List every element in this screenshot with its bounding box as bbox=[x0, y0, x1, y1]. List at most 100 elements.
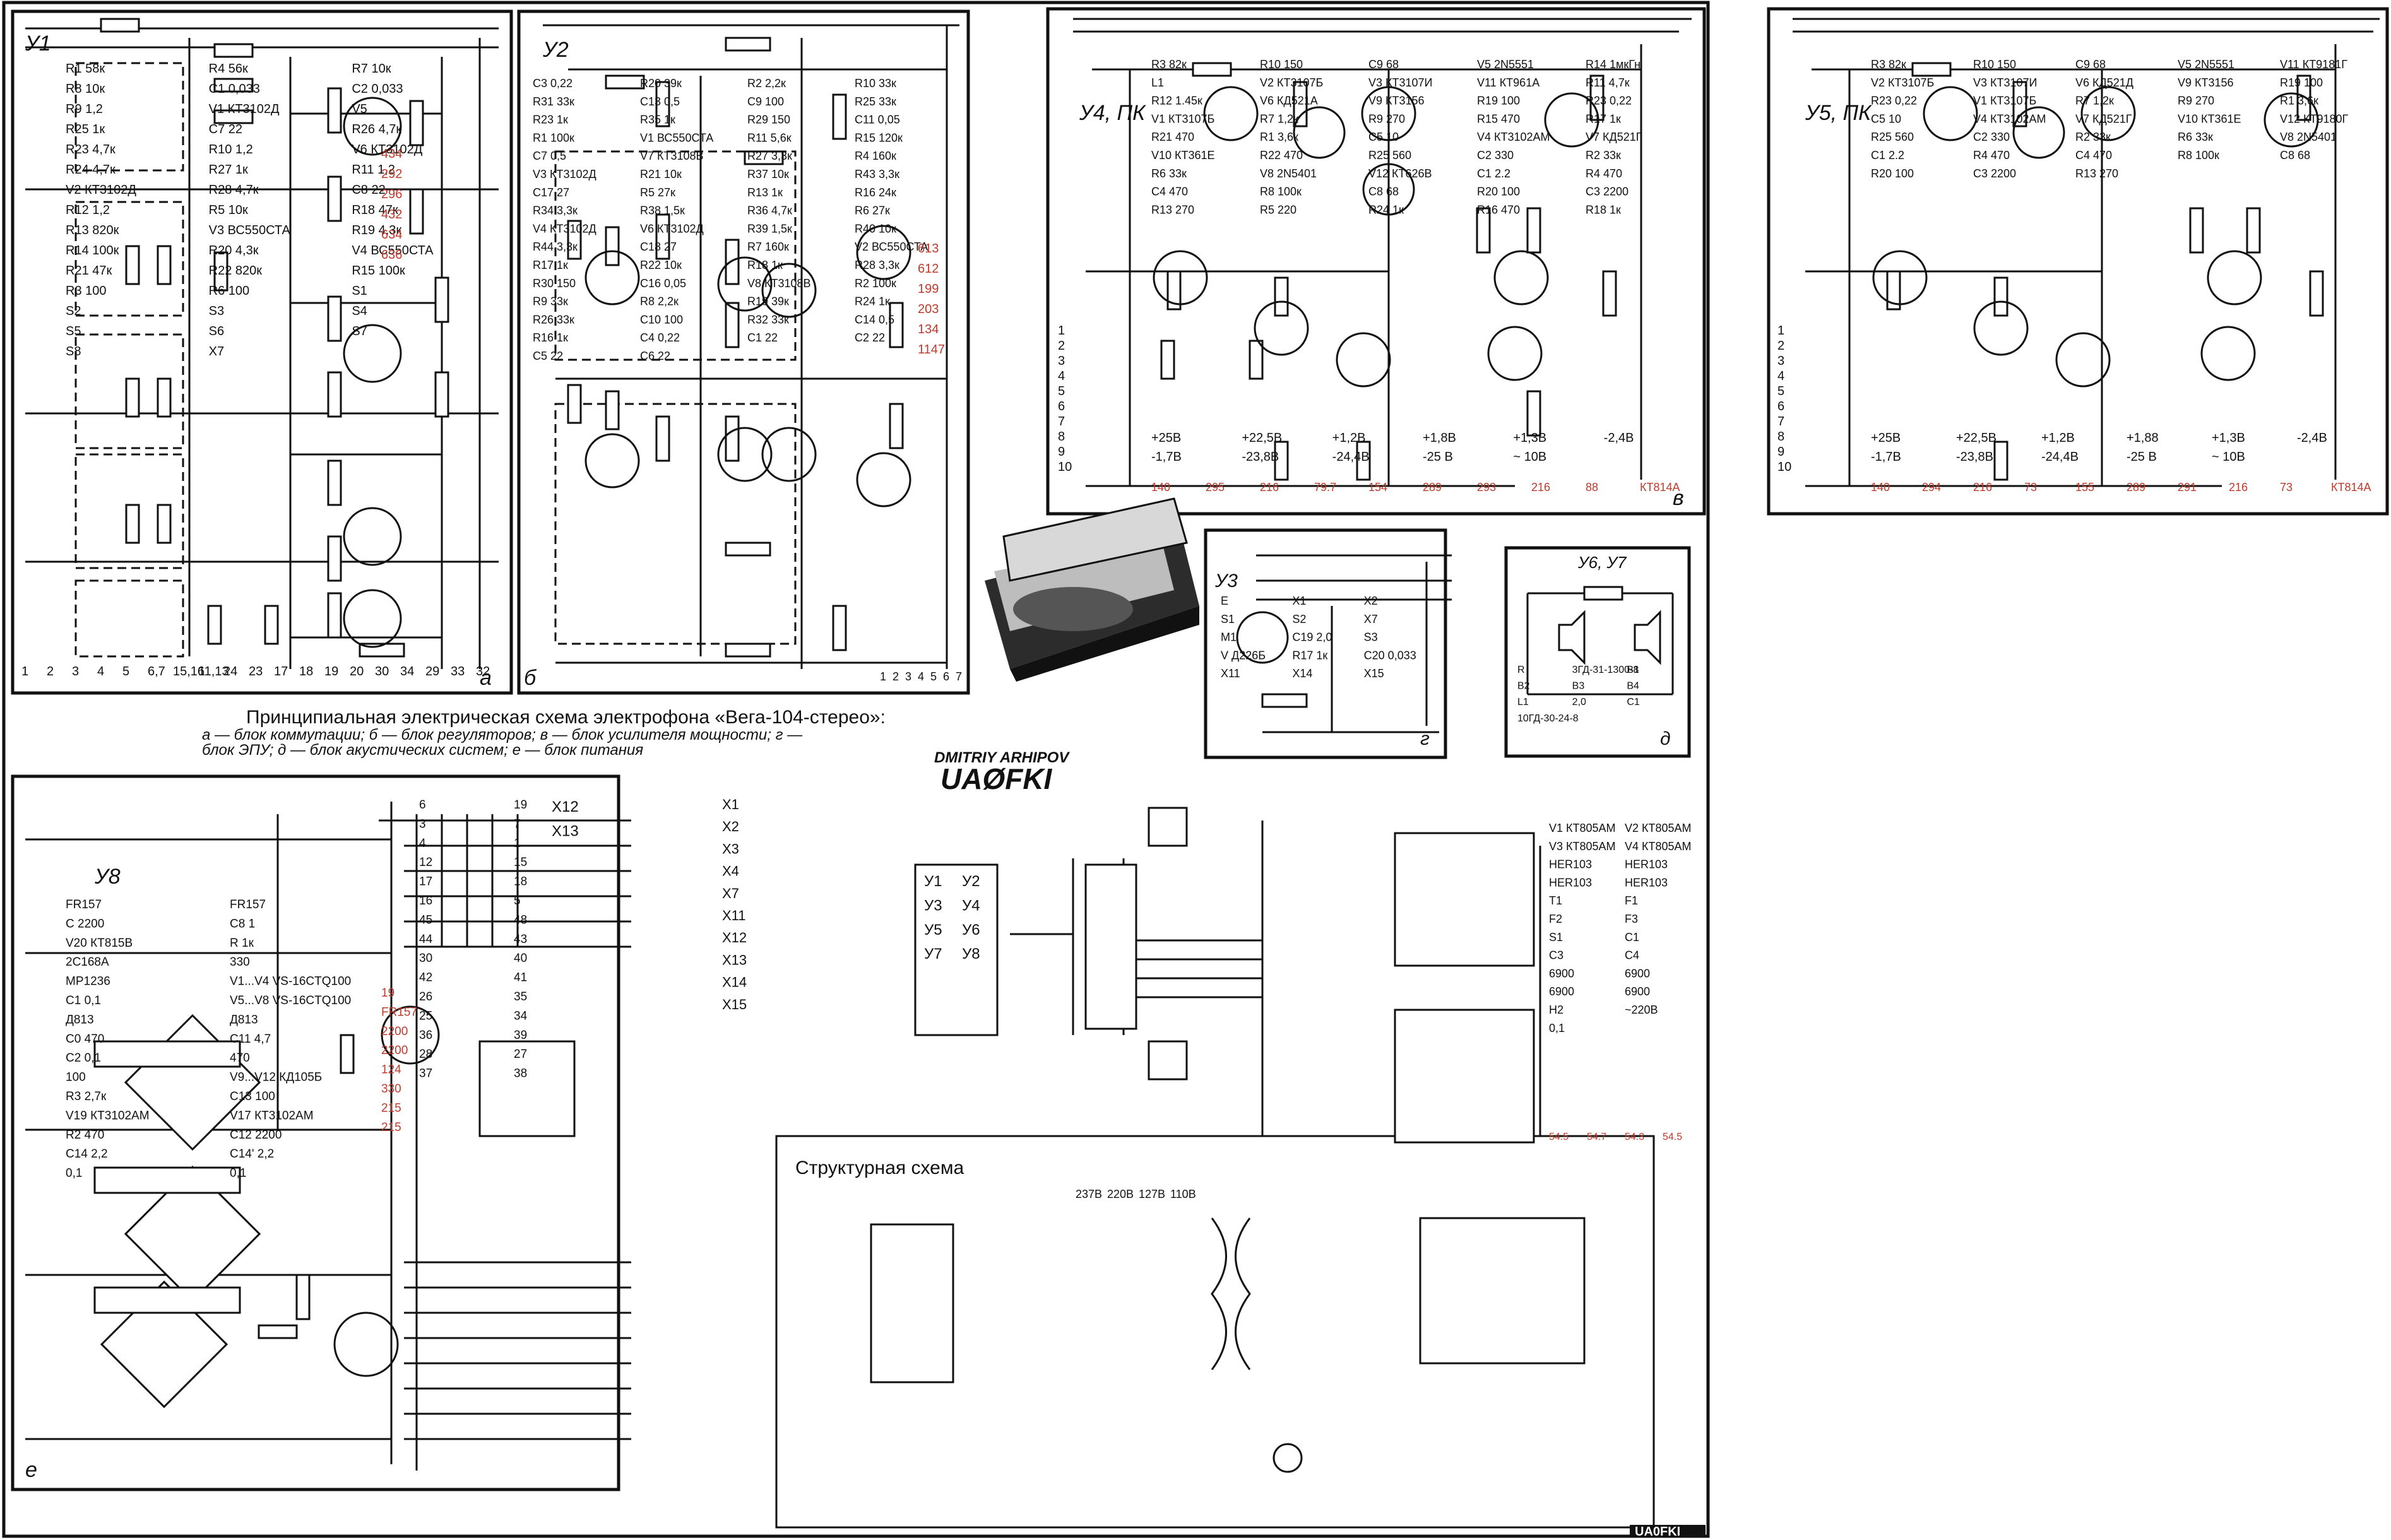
v-red-note-6: 293 bbox=[1477, 481, 1496, 494]
e-pin-17: 40 bbox=[514, 952, 527, 965]
e-component-24: R2 470 bbox=[66, 1128, 104, 1142]
a-component-43: X7 bbox=[209, 345, 224, 358]
e-component-22: V19 КТ3102АМ bbox=[66, 1109, 150, 1122]
g-component-10: R17 1к bbox=[1292, 649, 1327, 661]
e-component-15: C11 4,7 bbox=[230, 1033, 271, 1046]
b-component-33: V6 КТ3102Д bbox=[640, 222, 704, 235]
v-component-35: C4 470 bbox=[1151, 186, 1188, 198]
panel-b: У2 б bbox=[517, 9, 970, 695]
s-component-6: HER103 bbox=[1549, 876, 1592, 889]
e-pin-27: 27 bbox=[514, 1048, 527, 1061]
e-pin-12: 45 bbox=[419, 913, 432, 927]
e-component-23: V17 КТ3102АМ bbox=[230, 1109, 314, 1122]
s-component-12: S1 bbox=[1549, 931, 1563, 944]
v-component-14: R23 0,22 bbox=[1586, 95, 1632, 107]
b-component-37: C18 27 bbox=[640, 240, 677, 253]
b-pin-1: 2 bbox=[893, 670, 899, 683]
b-component-12: R1 100к bbox=[533, 131, 574, 144]
b-component-31: R6 27к bbox=[855, 204, 890, 217]
panel-d-letter: д bbox=[1660, 728, 1671, 749]
b-component-17: V7 КТ3108В bbox=[640, 150, 704, 162]
a-component-42: S8 bbox=[66, 345, 81, 358]
v-component-9: R11 4,7к bbox=[1586, 76, 1630, 89]
a-component-9: R25 1к bbox=[66, 122, 105, 136]
s-connector-3: X4 bbox=[722, 863, 739, 879]
u5-red-note-3: 73 bbox=[2024, 481, 2037, 494]
s-red-note-1: 54.7 bbox=[1587, 1132, 1606, 1142]
v-pin-7: 8 bbox=[1058, 430, 1065, 444]
e-pin-9: 18 bbox=[514, 875, 527, 889]
u5-red-note-1: 294 bbox=[1922, 481, 1941, 494]
u5-voltage-8: -24,4В bbox=[2041, 450, 2079, 464]
e-component-16: C2 0,1 bbox=[66, 1051, 101, 1065]
v-voltage-1: +22,5В bbox=[1242, 431, 1282, 445]
u5-red-note-2: 216 bbox=[1973, 481, 1992, 494]
a-pin-7: 11,13 bbox=[198, 665, 229, 678]
e-connector-0: X12 bbox=[552, 798, 579, 815]
a-component-37: S3 bbox=[209, 304, 224, 318]
panel-u5: У5, ПК bbox=[1767, 7, 2389, 516]
u5-voltage-7: -23,8В bbox=[1956, 450, 1993, 464]
s-component-22: 0,1 bbox=[1549, 1022, 1565, 1034]
e-pin-14: 44 bbox=[419, 933, 433, 946]
v-component-36: R8 100к bbox=[1260, 186, 1302, 198]
v-voltage-7: -23,8В bbox=[1242, 450, 1279, 464]
b-component-48: R9 33к bbox=[533, 295, 568, 308]
d-component-8: C1 bbox=[1627, 697, 1640, 708]
d-component-5: B4 bbox=[1627, 681, 1639, 692]
u5-component-23: R6 33к bbox=[2178, 131, 2213, 143]
b-component-34: R39 1,5к bbox=[747, 222, 792, 235]
s-component-4: HER103 bbox=[1549, 858, 1592, 871]
b-component-20: V3 КТ3102Д bbox=[533, 168, 596, 181]
a-component-8: V5 bbox=[352, 102, 367, 116]
u5-component-12: R7 1,2к bbox=[2075, 95, 2114, 107]
v-pin-6: 7 bbox=[1058, 415, 1065, 429]
structural-title: Структурная схема bbox=[795, 1158, 964, 1178]
panel-d-unit: У6, У7 bbox=[1577, 553, 1627, 572]
a-component-31: R22 820к bbox=[209, 264, 263, 278]
u5-voltage-6: -1,7В bbox=[1871, 450, 1901, 464]
b-component-19: R4 160к bbox=[855, 150, 896, 162]
e-red-note-1: FR157 bbox=[381, 1005, 417, 1019]
s-component-11: F3 bbox=[1625, 913, 1638, 925]
e-component-12: Д813 bbox=[66, 1013, 94, 1026]
e-pin-29: 38 bbox=[514, 1067, 527, 1081]
s-block-3: У4 bbox=[962, 897, 980, 914]
panel-g: У3 г bbox=[1204, 528, 1452, 759]
v-component-20: R21 470 bbox=[1151, 131, 1194, 143]
s-connector-7: X13 bbox=[722, 952, 747, 968]
u5-component-5: V2 КТ3107Б bbox=[1871, 76, 1934, 89]
v-pin-4: 5 bbox=[1058, 384, 1065, 398]
a-component-18: V2 КТ3102Д bbox=[66, 183, 136, 197]
u5-pin-9: 10 bbox=[1777, 460, 1791, 474]
a-component-25: V3 ВС550СТА bbox=[209, 223, 291, 237]
e-component-21: C13 100 bbox=[230, 1090, 275, 1103]
s-component-15: C4 bbox=[1625, 949, 1639, 962]
e-connector-1: X13 bbox=[552, 822, 579, 839]
b-component-1: R20 39к bbox=[640, 77, 682, 90]
e-component-2: C 2200 bbox=[66, 917, 104, 930]
s-tap-3: 110В bbox=[1170, 1188, 1196, 1200]
a-component-13: R10 1,2 bbox=[209, 143, 253, 157]
e-pin-11: 5 bbox=[514, 894, 521, 908]
v-component-4: R14 1мкГн bbox=[1586, 58, 1640, 71]
panel-a: У1 а bbox=[11, 9, 513, 695]
g-component-9: V Д226Б bbox=[1221, 649, 1266, 661]
s-tap-1: 220В bbox=[1107, 1188, 1134, 1200]
b-component-50: R19 39к bbox=[747, 295, 789, 308]
v-component-29: R2 33к bbox=[1586, 149, 1621, 162]
b-red-note-4: 134 bbox=[918, 323, 939, 336]
d-component-7: 2,0 bbox=[1572, 697, 1586, 708]
e-pin-2: 3 bbox=[419, 817, 426, 831]
u5-red-note-4: 155 bbox=[2075, 481, 2094, 494]
e-pin-25: 39 bbox=[514, 1029, 527, 1042]
u5-component-17: V7 КД521Г bbox=[2075, 112, 2132, 125]
s-component-20: H2 bbox=[1549, 1004, 1563, 1016]
u5-component-19: V12 КТ9180Г bbox=[2280, 112, 2349, 125]
v-voltage-2: +1,2В bbox=[1332, 431, 1366, 445]
b-component-10: R29 150 bbox=[747, 114, 790, 126]
u5-voltage-9: -25 В bbox=[2127, 450, 2157, 464]
u5-pin-1: 2 bbox=[1777, 339, 1784, 353]
u5-component-15: C5 10 bbox=[1871, 112, 1901, 125]
